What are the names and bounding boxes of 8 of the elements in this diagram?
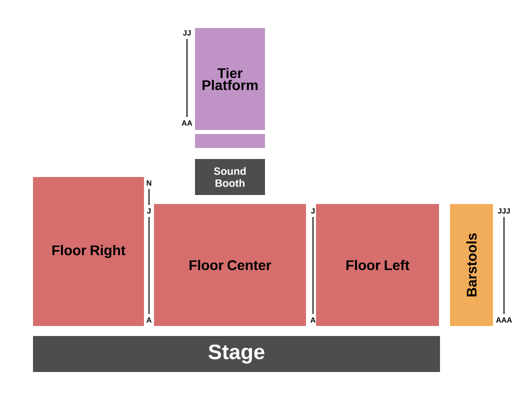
stage: Stage	[33, 336, 440, 372]
seating-section	[195, 134, 265, 148]
sound-booth: Sound Booth	[195, 159, 265, 195]
seating-section: Barstools	[450, 204, 493, 326]
seating-section: Floor Center	[154, 204, 306, 326]
seating-section: Floor Left	[316, 204, 439, 326]
seating-section: Tier Platform	[195, 28, 265, 130]
seating-section: Floor Right	[33, 177, 144, 326]
